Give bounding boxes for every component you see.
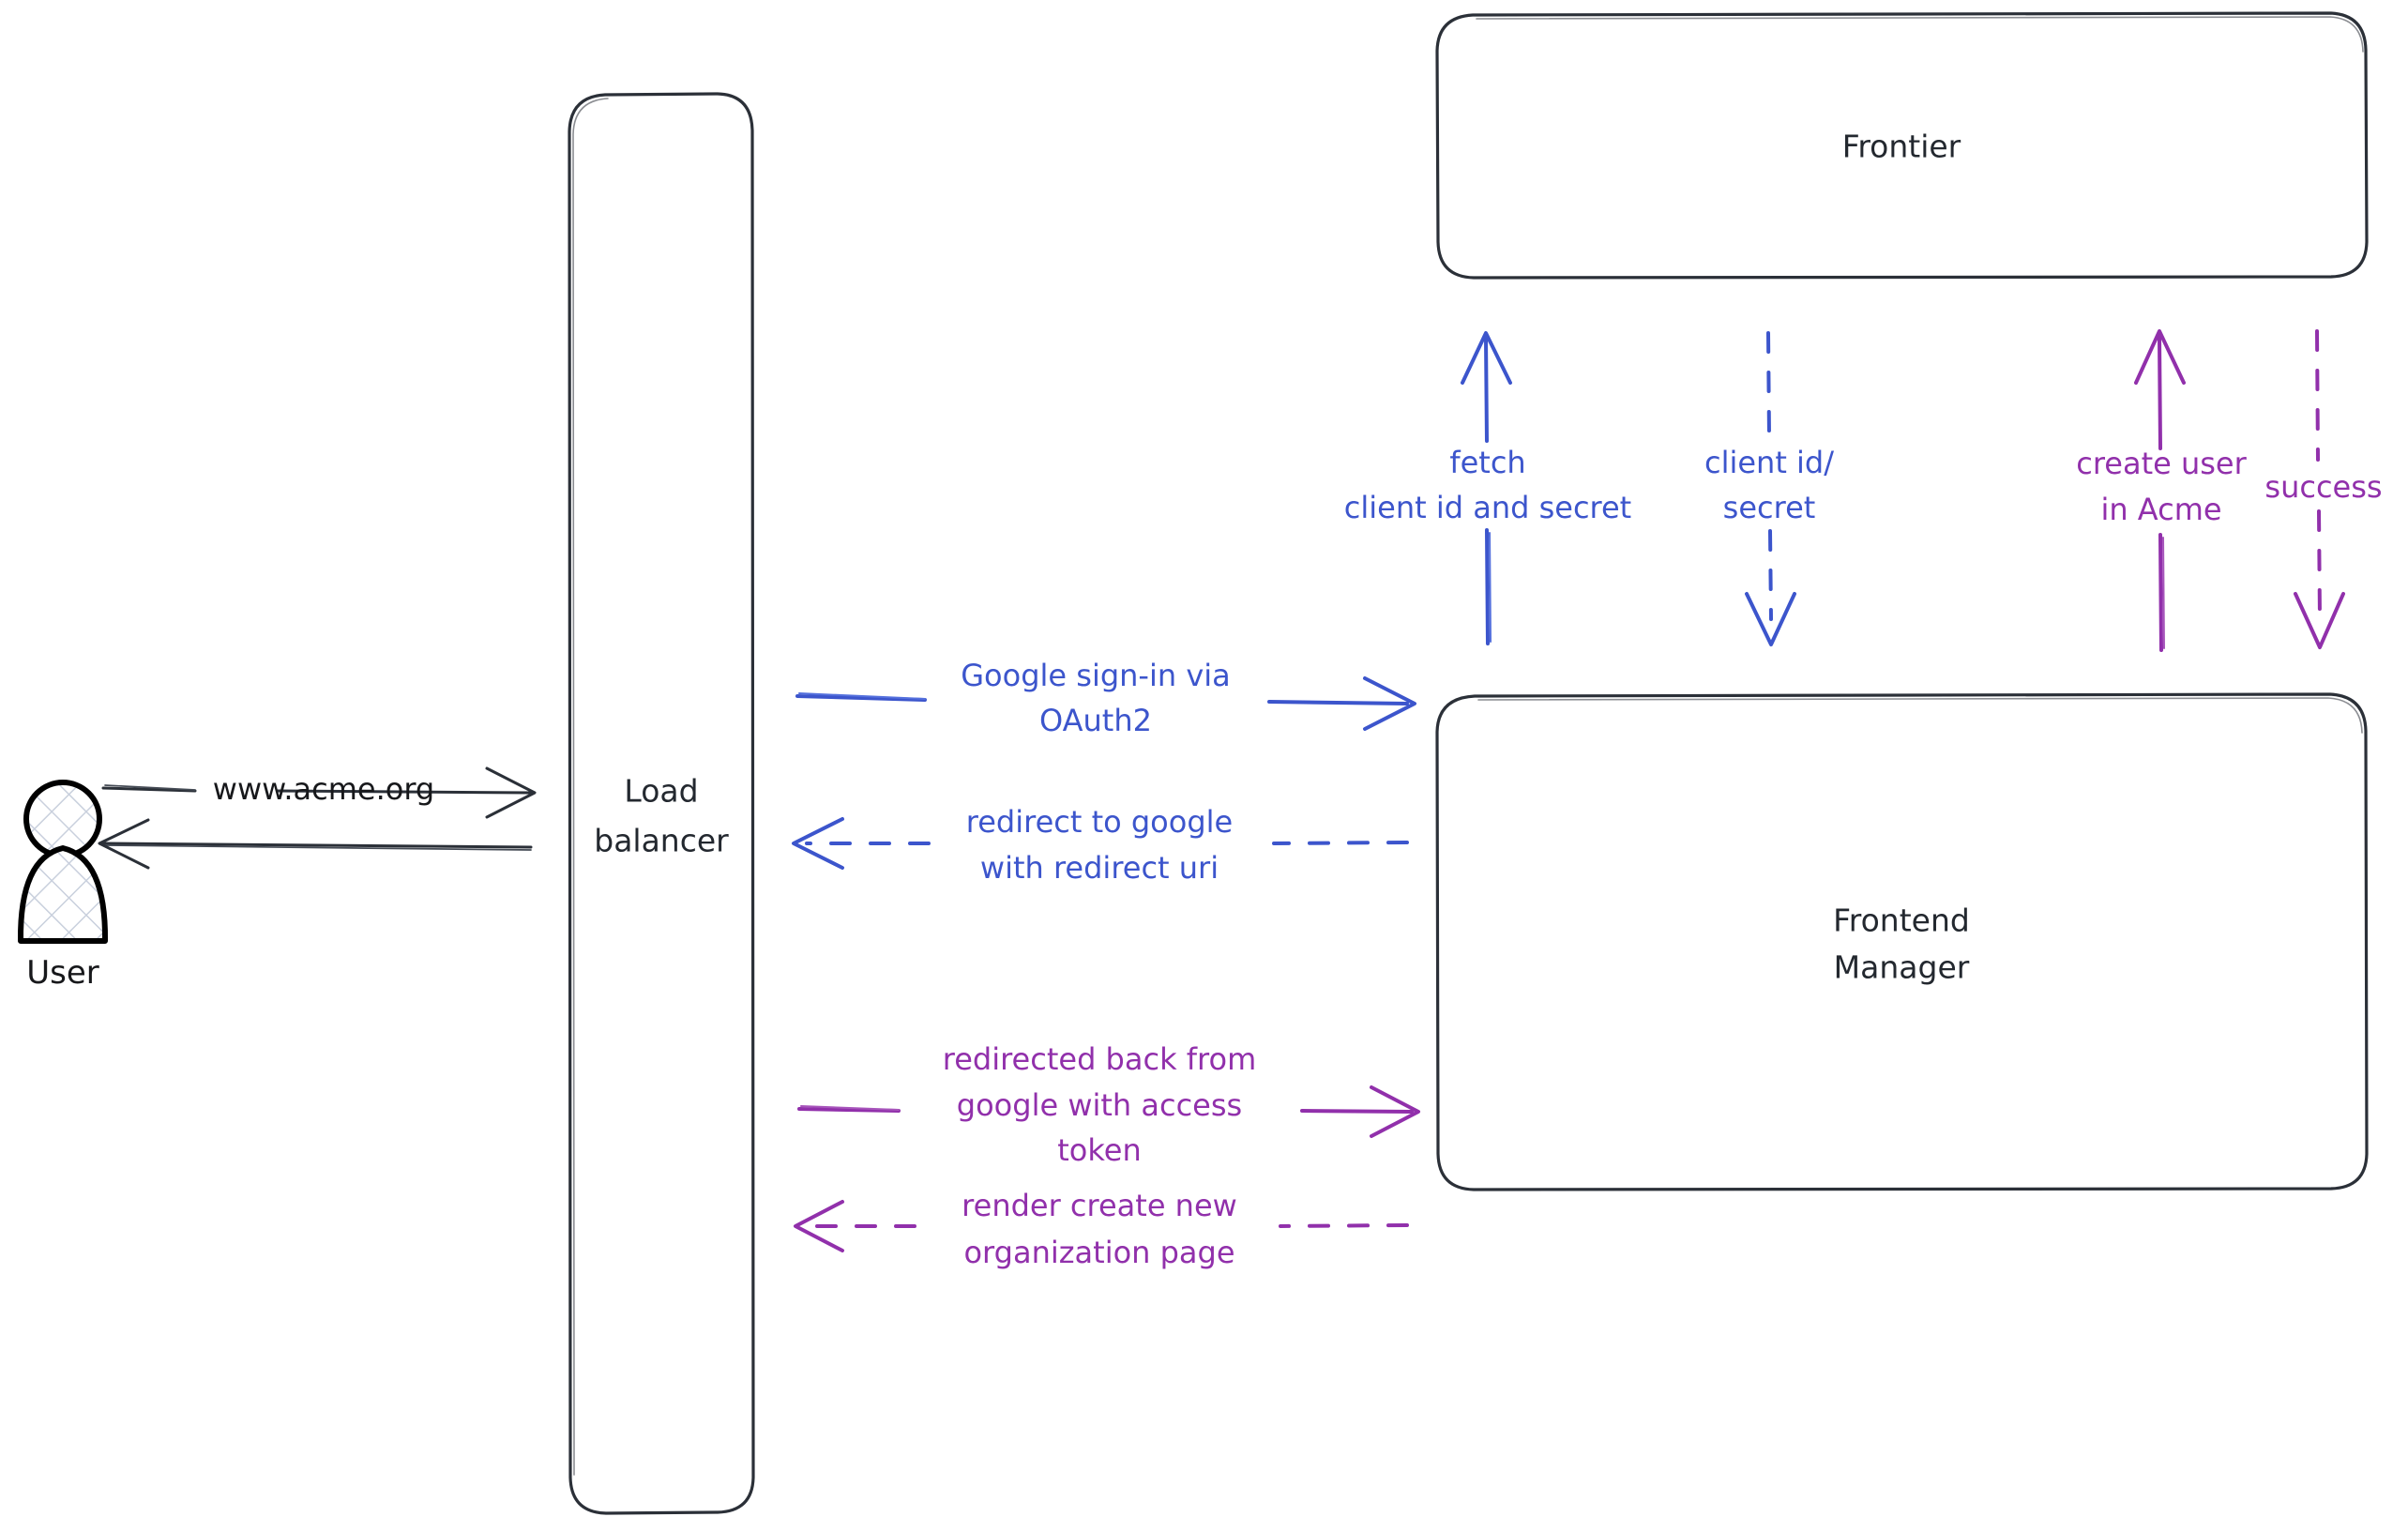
edge-return-line [101, 842, 533, 849]
token-line-right [1300, 1109, 1414, 1114]
signin-line-left [795, 694, 927, 702]
frontier-sketch-stroke [1476, 16, 2364, 53]
node-frontend-manager[interactable]: Frontend Manager [1435, 692, 2369, 1191]
fetch-label-line1: fetch [1449, 445, 1525, 480]
arrowhead-create-user-up [2134, 329, 2186, 385]
success-line-lower [2317, 509, 2322, 621]
success-label: success [2264, 469, 2382, 505]
person-head [23, 780, 102, 858]
arrowhead-left [98, 818, 150, 870]
render-line-right [1279, 1223, 1409, 1228]
edge-redirected-back-with-token[interactable]: redirected back from google with access … [797, 1041, 1420, 1168]
redirect-label-line1: redirect to google [966, 804, 1233, 840]
edge-create-user-success[interactable]: success [2264, 329, 2383, 649]
edge-create-user-in-acme[interactable]: create user in Acme [2076, 329, 2248, 652]
fetch-line-upper [1484, 336, 1489, 443]
fetch-line-lower-sketch [1489, 532, 1492, 643]
frontier-outline [1435, 11, 2369, 280]
redirect-label-line2: with redirect uri [980, 850, 1219, 886]
frontend-manager-sketch-stroke [1477, 697, 2363, 734]
edge-client-id-secret-response[interactable]: client id/ secret [1704, 331, 1834, 646]
node-frontier[interactable]: Frontier [1435, 11, 2369, 280]
fetch-label-line2: client id and secret [1344, 490, 1631, 525]
frontend-manager-label-line2: Manager [1834, 949, 1970, 986]
edge-load-balancer-to-user[interactable] [98, 818, 533, 870]
frontier-label: Frontier [1842, 129, 1961, 165]
edge-redirect-to-google[interactable]: redirect to google with redirect uri [792, 804, 1409, 886]
credentials-label-line2: secret [1723, 490, 1816, 525]
edge-line-left-sketch [104, 784, 196, 791]
credentials-line-upper [1766, 331, 1771, 439]
actor-user-label: User [26, 954, 99, 992]
render-label-line1: render create new [962, 1188, 1237, 1223]
edge-return-line-sketch [104, 844, 532, 851]
token-label-line1: redirected back from [943, 1041, 1256, 1077]
create-user-label-line1: create user [2076, 446, 2247, 481]
node-load-balancer[interactable]: Load balancer [568, 92, 755, 1515]
load-balancer-outline [568, 92, 755, 1515]
credentials-label-line1: client id/ [1704, 445, 1834, 480]
signin-line-left-sketch [798, 692, 926, 700]
edge-google-signin-oauth2[interactable]: Google sign-in via OAuth2 [795, 658, 1416, 738]
arrowhead-render-left [794, 1200, 844, 1252]
token-label-line3: token [1057, 1132, 1141, 1168]
edge-label-www-acme-org: www.acme.org [213, 771, 434, 807]
person-torso [17, 845, 109, 944]
token-label-line2: google with access [957, 1087, 1242, 1123]
edge-user-to-load-balancer[interactable]: www.acme.org [101, 766, 537, 819]
edge-line-right [276, 789, 533, 795]
signin-label-line2: OAuth2 [1039, 703, 1152, 738]
arrowhead-right [485, 766, 537, 819]
arrowhead-signin-right [1363, 676, 1416, 731]
frontend-manager-outline [1435, 692, 2369, 1191]
arrowhead-redirect-left [792, 817, 844, 870]
actor-user[interactable]: User [17, 780, 109, 992]
arrowhead-success-down [2294, 592, 2345, 649]
redirect-line-right [1272, 841, 1409, 845]
load-balancer-sketch-stroke [572, 98, 609, 1476]
create-user-label-line2: in Acme [2100, 492, 2221, 527]
token-line-left [797, 1107, 901, 1113]
edge-fetch-client-id-secret[interactable]: fetch client id and secret [1344, 331, 1631, 645]
success-line-upper [2315, 329, 2320, 462]
create-user-line-upper [2158, 336, 2162, 450]
person-icon [17, 780, 109, 944]
frontend-manager-label-line1: Frontend [1833, 903, 1970, 939]
signin-line-right [1267, 700, 1409, 705]
load-balancer-label-line2: balancer [594, 823, 729, 859]
create-user-line-lower-sketch [2162, 537, 2165, 649]
edge-render-create-org-page[interactable]: render create new organization page [794, 1188, 1409, 1270]
arrowhead-fetch-up [1461, 331, 1512, 385]
arrowhead-credentials-down [1745, 592, 1796, 646]
render-label-line2: organization page [963, 1235, 1234, 1270]
create-user-line-lower [2158, 533, 2163, 652]
arrowhead-token-right [1370, 1085, 1420, 1138]
fetch-line-lower [1485, 528, 1490, 645]
load-balancer-label-line1: Load [624, 773, 698, 810]
edge-line-left [101, 786, 197, 793]
credentials-line-lower [1768, 529, 1773, 621]
token-line-left-sketch [800, 1105, 900, 1111]
signin-label-line1: Google sign-in via [961, 658, 1231, 693]
